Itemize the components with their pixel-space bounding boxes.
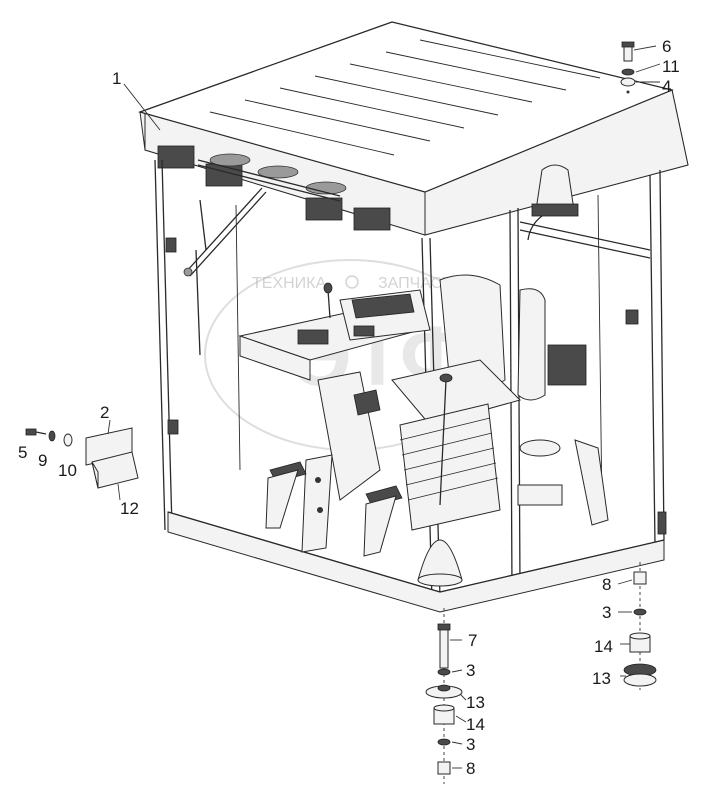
work-lights	[157, 145, 391, 231]
callout-1: 1	[112, 69, 121, 88]
front-mount-stack	[425, 608, 463, 784]
rear-equipment	[517, 439, 609, 526]
callout-5: 5	[18, 443, 27, 462]
callout-3c: 3	[602, 603, 611, 622]
control-console	[238, 282, 431, 553]
roof-fasteners	[620, 41, 636, 94]
cab-roof	[138, 21, 689, 236]
callout-labels: 1 2 3 3 3 4 5 6 7 8 8 9 10 11 12 13 13 1…	[18, 37, 680, 778]
callout-3b: 3	[466, 735, 475, 754]
callout-14a: 14	[466, 715, 485, 734]
callout-12: 12	[120, 499, 139, 518]
callout-4: 4	[662, 77, 671, 96]
callout-13a: 13	[466, 693, 485, 712]
callout-8a: 8	[602, 575, 611, 594]
callout-13b: 13	[592, 669, 611, 688]
pedals	[265, 461, 403, 557]
callout-8b: 8	[466, 759, 475, 778]
watermark-left-word: ТЕХНИКА	[252, 275, 326, 292]
side-bracket-parts	[25, 427, 139, 489]
callout-9: 9	[38, 451, 47, 470]
beacon-light	[527, 164, 579, 241]
callout-7: 7	[468, 631, 477, 650]
operator-seat	[391, 274, 587, 531]
callout-6: 6	[662, 37, 671, 56]
callout-11: 11	[662, 57, 680, 76]
cab-frame	[154, 159, 667, 613]
callout-3a: 3	[466, 661, 475, 680]
leader-lines	[107, 45, 661, 769]
callout-10: 10	[58, 461, 77, 480]
lever-boot	[417, 373, 463, 587]
callout-2: 2	[100, 403, 109, 422]
rear-mount-stack	[623, 562, 657, 690]
wiper	[183, 187, 267, 356]
callout-14b: 14	[594, 637, 613, 656]
